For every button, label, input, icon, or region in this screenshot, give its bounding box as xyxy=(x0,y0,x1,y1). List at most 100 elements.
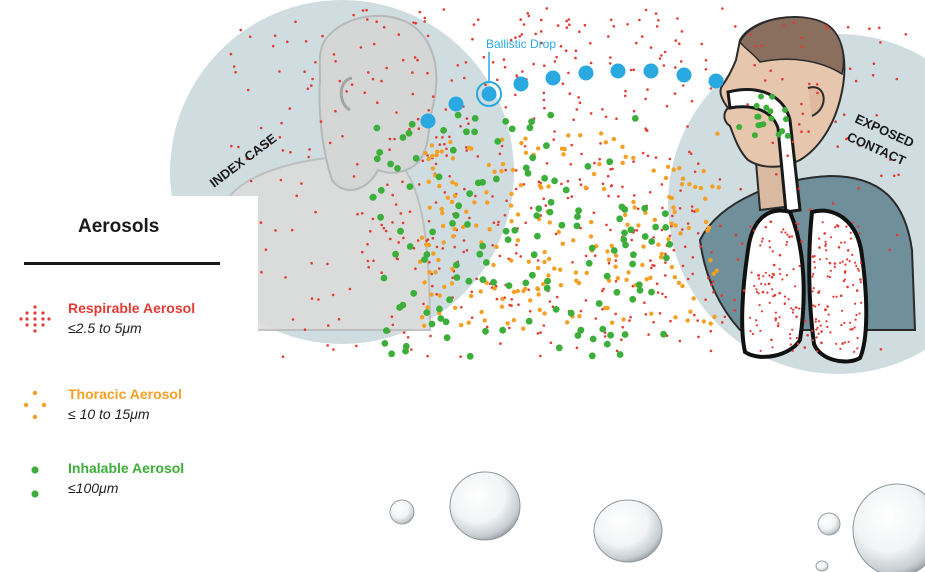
respirable-particle xyxy=(650,266,653,270)
respirable-particle xyxy=(697,162,700,165)
respirable-particle xyxy=(825,27,829,30)
thoracic-particle xyxy=(429,292,434,297)
inhalable-particle xyxy=(526,124,534,132)
inhalable-particle xyxy=(406,183,414,191)
respirable-particle xyxy=(759,349,762,352)
inhalable-particle xyxy=(373,124,381,132)
thoracic-particle xyxy=(542,249,547,255)
thoracic-particle xyxy=(597,162,602,167)
respirable-particle xyxy=(834,120,837,123)
respirable-particle xyxy=(326,344,330,347)
respirable-particle xyxy=(846,258,849,261)
respirable-particle xyxy=(686,222,690,225)
thoracic-particle xyxy=(500,296,505,302)
respirable-particle xyxy=(856,267,859,270)
respirable-particle xyxy=(286,40,289,44)
inhalable-particle xyxy=(482,327,489,335)
respirable-particle xyxy=(519,255,522,258)
thoracic-particle xyxy=(571,238,576,243)
respirable-particle xyxy=(669,319,672,323)
respirable-particle xyxy=(601,182,605,186)
respirable-particle xyxy=(704,59,708,62)
respirable-particle xyxy=(640,35,644,38)
respirable-particle xyxy=(635,229,639,232)
respirable-particle xyxy=(851,221,854,224)
respirable-particle xyxy=(856,347,859,350)
thoracic-particle xyxy=(440,223,446,229)
respirable-particle xyxy=(281,149,285,152)
respirable-particle xyxy=(444,108,448,111)
inhalable-particle xyxy=(573,222,581,230)
respirable-particle xyxy=(825,320,828,323)
respirable-particle xyxy=(575,346,579,350)
respirable-particle xyxy=(772,295,775,298)
respirable-particle xyxy=(736,258,740,261)
respirable-particle xyxy=(376,101,379,104)
respirable-particle xyxy=(348,287,352,291)
inhalable-particle xyxy=(543,284,551,292)
respirable-particle xyxy=(326,262,329,266)
thoracic-particle xyxy=(509,219,514,224)
respirable-particle xyxy=(660,54,663,57)
respirable-particle xyxy=(632,160,635,163)
inhalable-particle xyxy=(381,340,389,347)
inhalable-particle xyxy=(429,228,436,236)
respirable-particle xyxy=(553,130,556,133)
respirable-particle xyxy=(788,235,791,239)
respirable-particle xyxy=(868,27,871,31)
inhalable-particle xyxy=(471,115,479,122)
respirable-particle xyxy=(674,66,677,69)
inhalable-particle xyxy=(436,305,443,313)
thoracic-particle xyxy=(606,278,612,283)
water-droplet xyxy=(817,512,841,536)
respirable-particle xyxy=(234,70,237,74)
respirable-particle xyxy=(718,178,722,181)
respirable-particle xyxy=(676,17,679,20)
thoracic-particle xyxy=(562,146,567,152)
respirable-particle xyxy=(442,8,446,11)
inhalable-particle xyxy=(783,116,789,123)
respirable-particle xyxy=(632,109,636,113)
thoracic-particle xyxy=(620,160,625,166)
respirable-particle xyxy=(764,283,767,286)
respirable-particle xyxy=(848,260,851,263)
respirable-particle xyxy=(857,144,861,147)
respirable-particle xyxy=(426,71,429,75)
respirable-particle xyxy=(566,179,570,183)
inhalable-particle xyxy=(392,250,399,258)
inhalable-particle xyxy=(552,306,560,313)
respirable-particle xyxy=(807,130,810,133)
respirable-particle xyxy=(249,179,253,183)
respirable-particle xyxy=(279,178,283,182)
respirable-particle xyxy=(629,68,633,72)
respirable-particle xyxy=(620,338,623,342)
thoracic-particle xyxy=(671,167,676,172)
inhalable-particle xyxy=(499,326,507,334)
respirable-particle xyxy=(872,62,876,65)
thoracic-particle xyxy=(494,244,499,249)
exposed-contact-left-lung xyxy=(740,208,806,359)
respirable-particle xyxy=(314,210,317,214)
respirable-particle xyxy=(797,187,801,190)
respirable-particle xyxy=(791,235,794,238)
thoracic-particle xyxy=(484,190,489,195)
respirable-particle xyxy=(607,194,610,198)
respirable-particle xyxy=(795,336,799,340)
respirable-particle xyxy=(746,103,749,106)
respirable-particle xyxy=(771,346,774,349)
thoracic-particle xyxy=(523,150,529,155)
respirable-particle xyxy=(707,276,710,280)
respirable-particle xyxy=(880,174,883,178)
respirable-particle xyxy=(470,316,474,320)
respirable-particle xyxy=(515,74,518,77)
ballistic-drop xyxy=(708,73,724,89)
respirable-particle xyxy=(879,348,883,351)
respirable-particle xyxy=(814,305,817,308)
respirable-particle xyxy=(626,23,629,26)
ballistic-drop xyxy=(676,67,692,83)
respirable-particle xyxy=(782,228,785,231)
thoracic-particle xyxy=(561,152,566,157)
respirable-particle xyxy=(691,272,694,276)
respirable-particle xyxy=(427,219,431,223)
respirable-particle xyxy=(367,71,370,74)
